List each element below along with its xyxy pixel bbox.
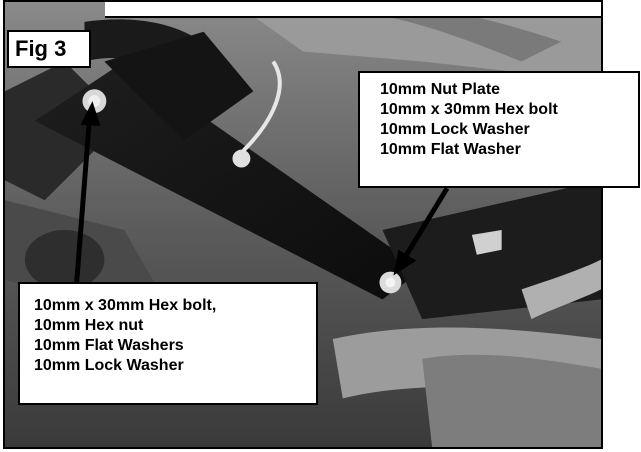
callout-line: 10mm Flat Washers [34,337,184,354]
callout-line: 10mm Flat Washer [380,141,521,158]
callout-line: 10mm Lock Washer [380,121,530,138]
callout-hex-bolt: 10mm x 30mm Hex bolt, 10mm Hex nut 10mm … [18,282,318,405]
top-panel-edge [105,2,601,18]
callout-line: 10mm Nut Plate [380,81,501,98]
callout-line: 10mm x 30mm Hex bolt, [34,297,217,314]
callout-line: 10mm Lock Washer [34,357,184,374]
callout-line: 10mm x 30mm Hex bolt [380,101,558,118]
callout-nut-plate: 10mm Nut Plate 10mm x 30mm Hex bolt 10mm… [358,71,640,188]
callout-line: 10mm Hex nut [34,317,144,334]
figure-label: Fig 3 [7,30,91,68]
